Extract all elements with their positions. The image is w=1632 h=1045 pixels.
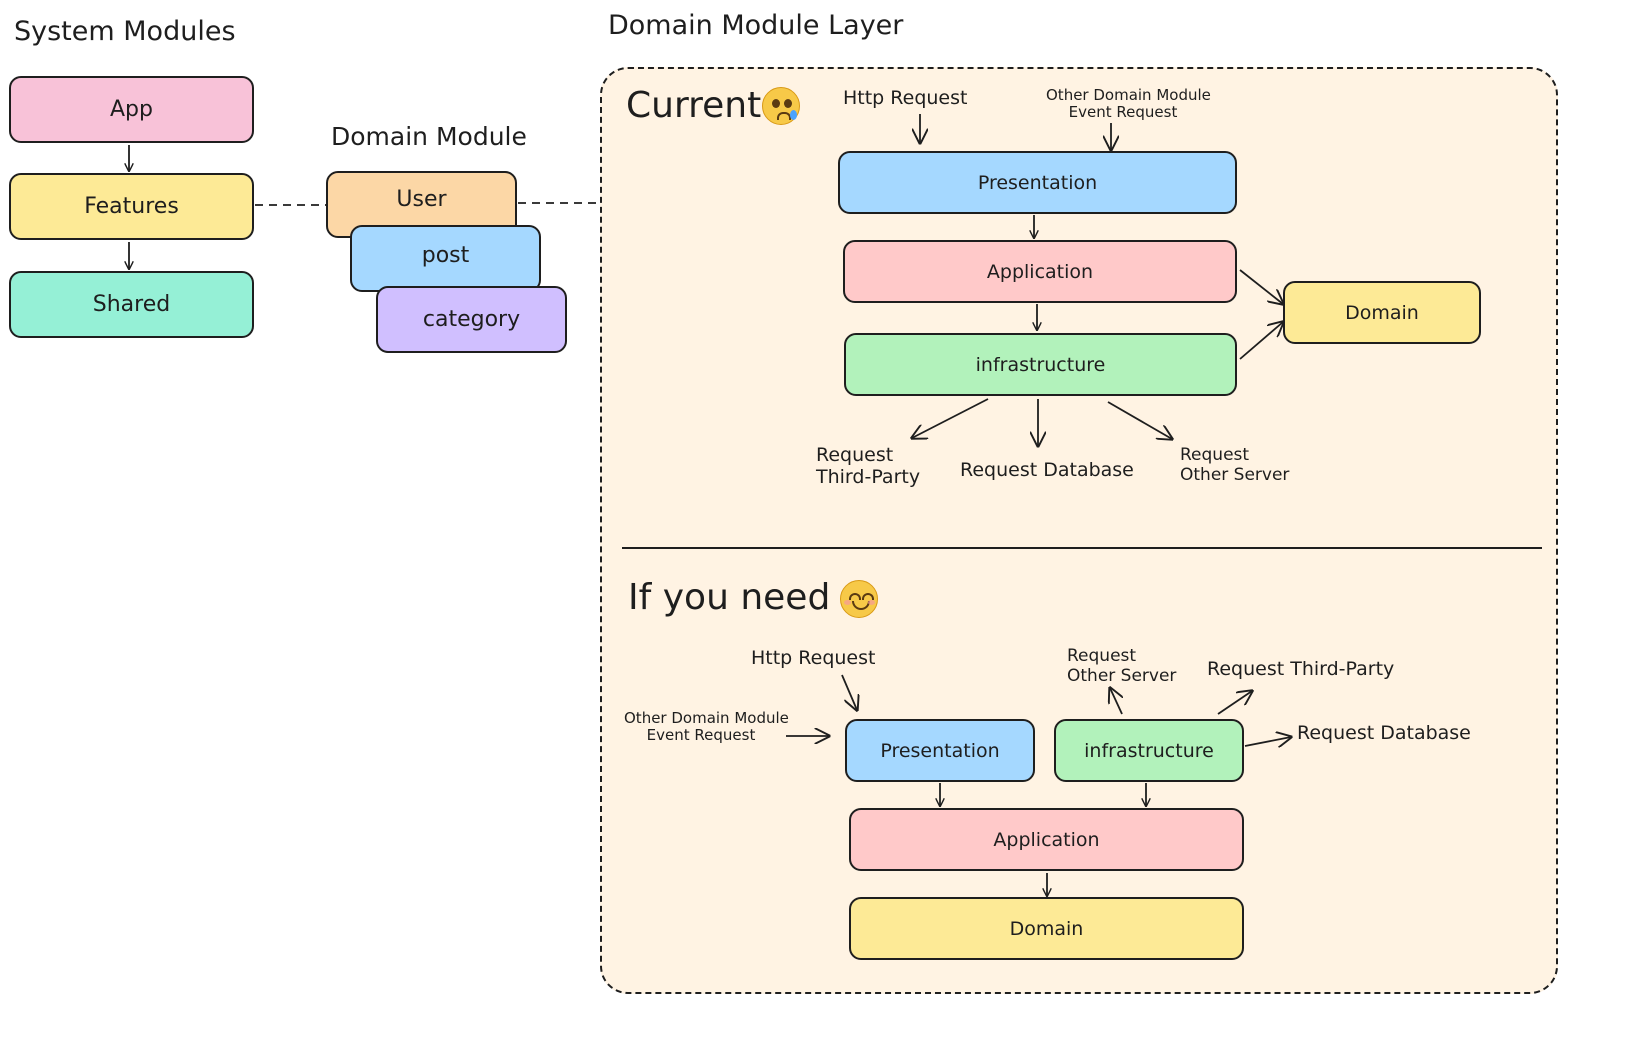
need-event-request-label: Other Domain Module Event Request [624,709,789,745]
current-http-request-label: Http Request [843,87,968,109]
arrow-infrastructure-domain [1239,322,1283,360]
current-other-server-line2: Other Server [1180,464,1290,485]
need-infrastructure-box: infrastructure [1054,719,1244,782]
need-domain-box: Domain [849,897,1244,960]
arrow-infra-database-2 [1244,737,1291,746]
domain-module-title: Domain Module [331,122,527,151]
need-other-server-label: Request Other Server [1067,646,1177,686]
app-box: App [9,76,254,143]
post-label: post [421,243,470,268]
smiling-face-icon [840,580,878,618]
panel-divider [622,547,1542,549]
need-presentation-box: Presentation [845,719,1035,782]
current-heading: Current [626,85,762,126]
need-event-line2: Event Request [646,726,756,745]
arrow-infra-third-party-2 [1217,691,1252,715]
need-other-server-line1: Request [1067,646,1137,666]
need-database-label: Request Database [1297,722,1471,744]
arrow-infra-other-server-2 [1110,688,1122,715]
arrow-http-presentation-2 [841,674,857,710]
current-other-server-label: Request Other Server [1180,445,1290,485]
current-event-request-label: Other Domain Module Event Request [1046,86,1211,122]
current-third-party-line2: Third-Party [816,465,921,488]
current-third-party-line1: Request [816,444,894,466]
if-you-need-heading: If you need [628,577,831,618]
current-infrastructure-box: infrastructure [844,333,1237,396]
current-domain-box: Domain [1283,281,1481,344]
post-box: post [350,225,541,292]
need-http-request-label: Http Request [751,647,876,669]
current-event-line1: Other Domain Module [1046,86,1211,104]
shared-box: Shared [9,271,254,338]
system-modules-title: System Modules [14,16,236,47]
arrow-infra-third-party [912,398,989,438]
arrow-infra-other-server [1107,401,1172,439]
category-box: category [376,286,567,353]
domain-module-layer-title: Domain Module Layer [608,10,904,41]
need-application-box: Application [849,808,1244,871]
arrow-application-domain [1239,269,1283,304]
user-label: User [396,187,447,212]
features-box: Features [9,173,254,240]
current-presentation-box: Presentation [838,151,1237,214]
need-event-line1: Other Domain Module [624,709,789,727]
need-other-server-line2: Other Server [1067,665,1177,686]
current-database-label: Request Database [960,459,1134,481]
current-third-party-label: Request Third-Party [816,444,921,489]
current-application-box: Application [843,240,1237,303]
current-other-server-line1: Request [1180,445,1250,465]
current-event-line2: Event Request [1068,103,1178,122]
crying-face-icon [762,87,800,125]
need-third-party-label: Request Third-Party [1207,658,1395,680]
